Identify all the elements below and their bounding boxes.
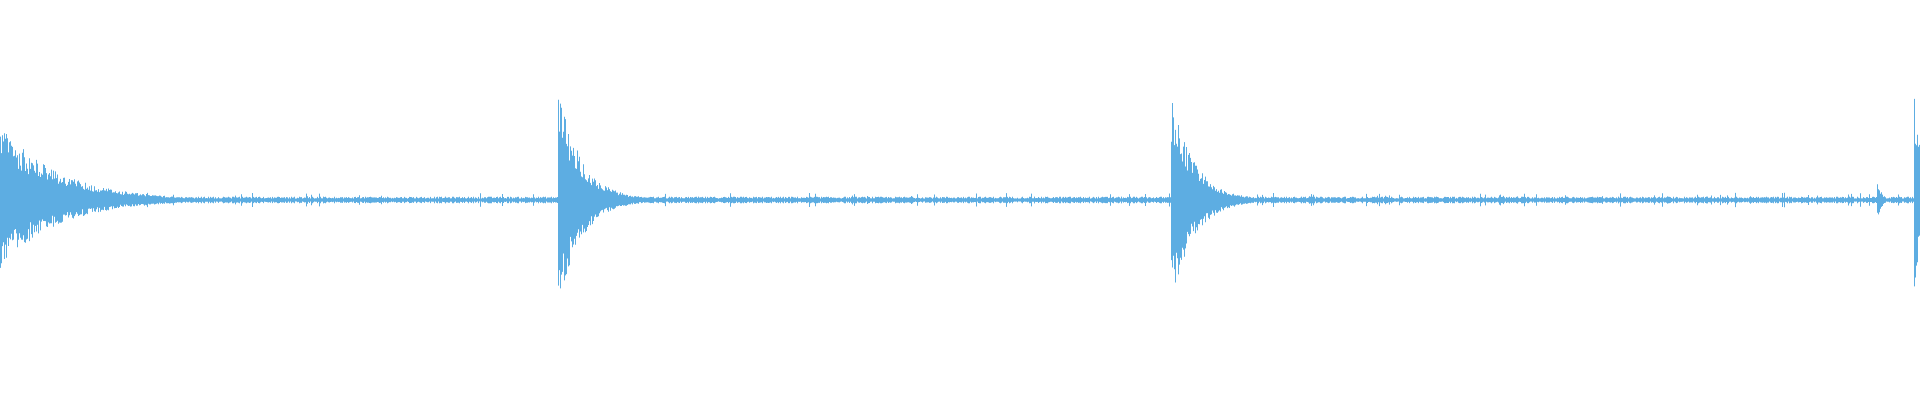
waveform-trace xyxy=(0,98,1920,289)
